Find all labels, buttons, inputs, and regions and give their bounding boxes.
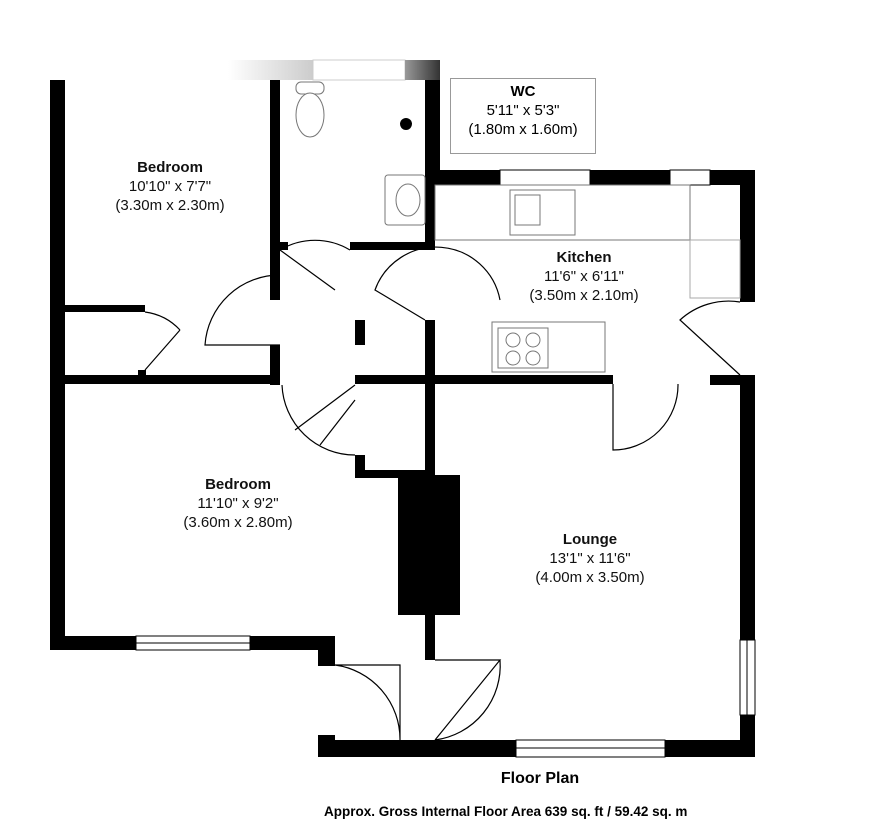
room-size-metric: (1.80m x 1.60m) — [468, 121, 578, 138]
room-size-metric: (4.00m x 3.50m) — [535, 569, 645, 586]
fixtures — [295, 81, 741, 373]
room-size-imperial: 13'1" x 11'6" — [549, 550, 631, 567]
plan-title: Floor Plan — [500, 770, 580, 787]
room-name: WC — [510, 83, 536, 100]
room-label-lounge: Lounge 13'1" x 11'6" (4.00m x 3.50m) — [535, 530, 644, 587]
room-label-wc: WC 5'11" x 5'3" (1.80m x 1.60m) — [450, 78, 596, 154]
walls — [50, 80, 755, 757]
room-name: Bedroom — [205, 476, 271, 493]
windows — [135, 169, 756, 758]
room-size-imperial: 5'11" x 5'3" — [486, 102, 560, 119]
room-name: Kitchen — [556, 249, 612, 266]
room-size-metric: (3.30m x 2.30m) — [115, 197, 225, 214]
room-name: Lounge — [562, 531, 618, 548]
doors — [144, 239, 741, 741]
room-name: Bedroom — [137, 159, 203, 176]
room-size-imperial: 10'10" x 7'7" — [128, 178, 212, 195]
room-label-kitchen: Kitchen 11'6" x 6'11" (3.50m x 2.10m) — [529, 248, 638, 305]
room-size-metric: (3.50m x 2.10m) — [529, 287, 639, 304]
room-size-metric: (3.60m x 2.80m) — [183, 514, 293, 531]
room-size-imperial: 11'6" x 6'11" — [543, 268, 625, 285]
room-label-bedroom-2: Bedroom 11'10" x 9'2" (3.60m x 2.80m) — [183, 475, 292, 532]
floor-area-note: Approx. Gross Internal Floor Area 639 sq… — [324, 804, 688, 819]
room-label-bedroom-1: Bedroom 10'10" x 7'7" (3.30m x 2.30m) — [115, 158, 224, 215]
room-size-imperial: 11'10" x 9'2" — [197, 495, 279, 512]
